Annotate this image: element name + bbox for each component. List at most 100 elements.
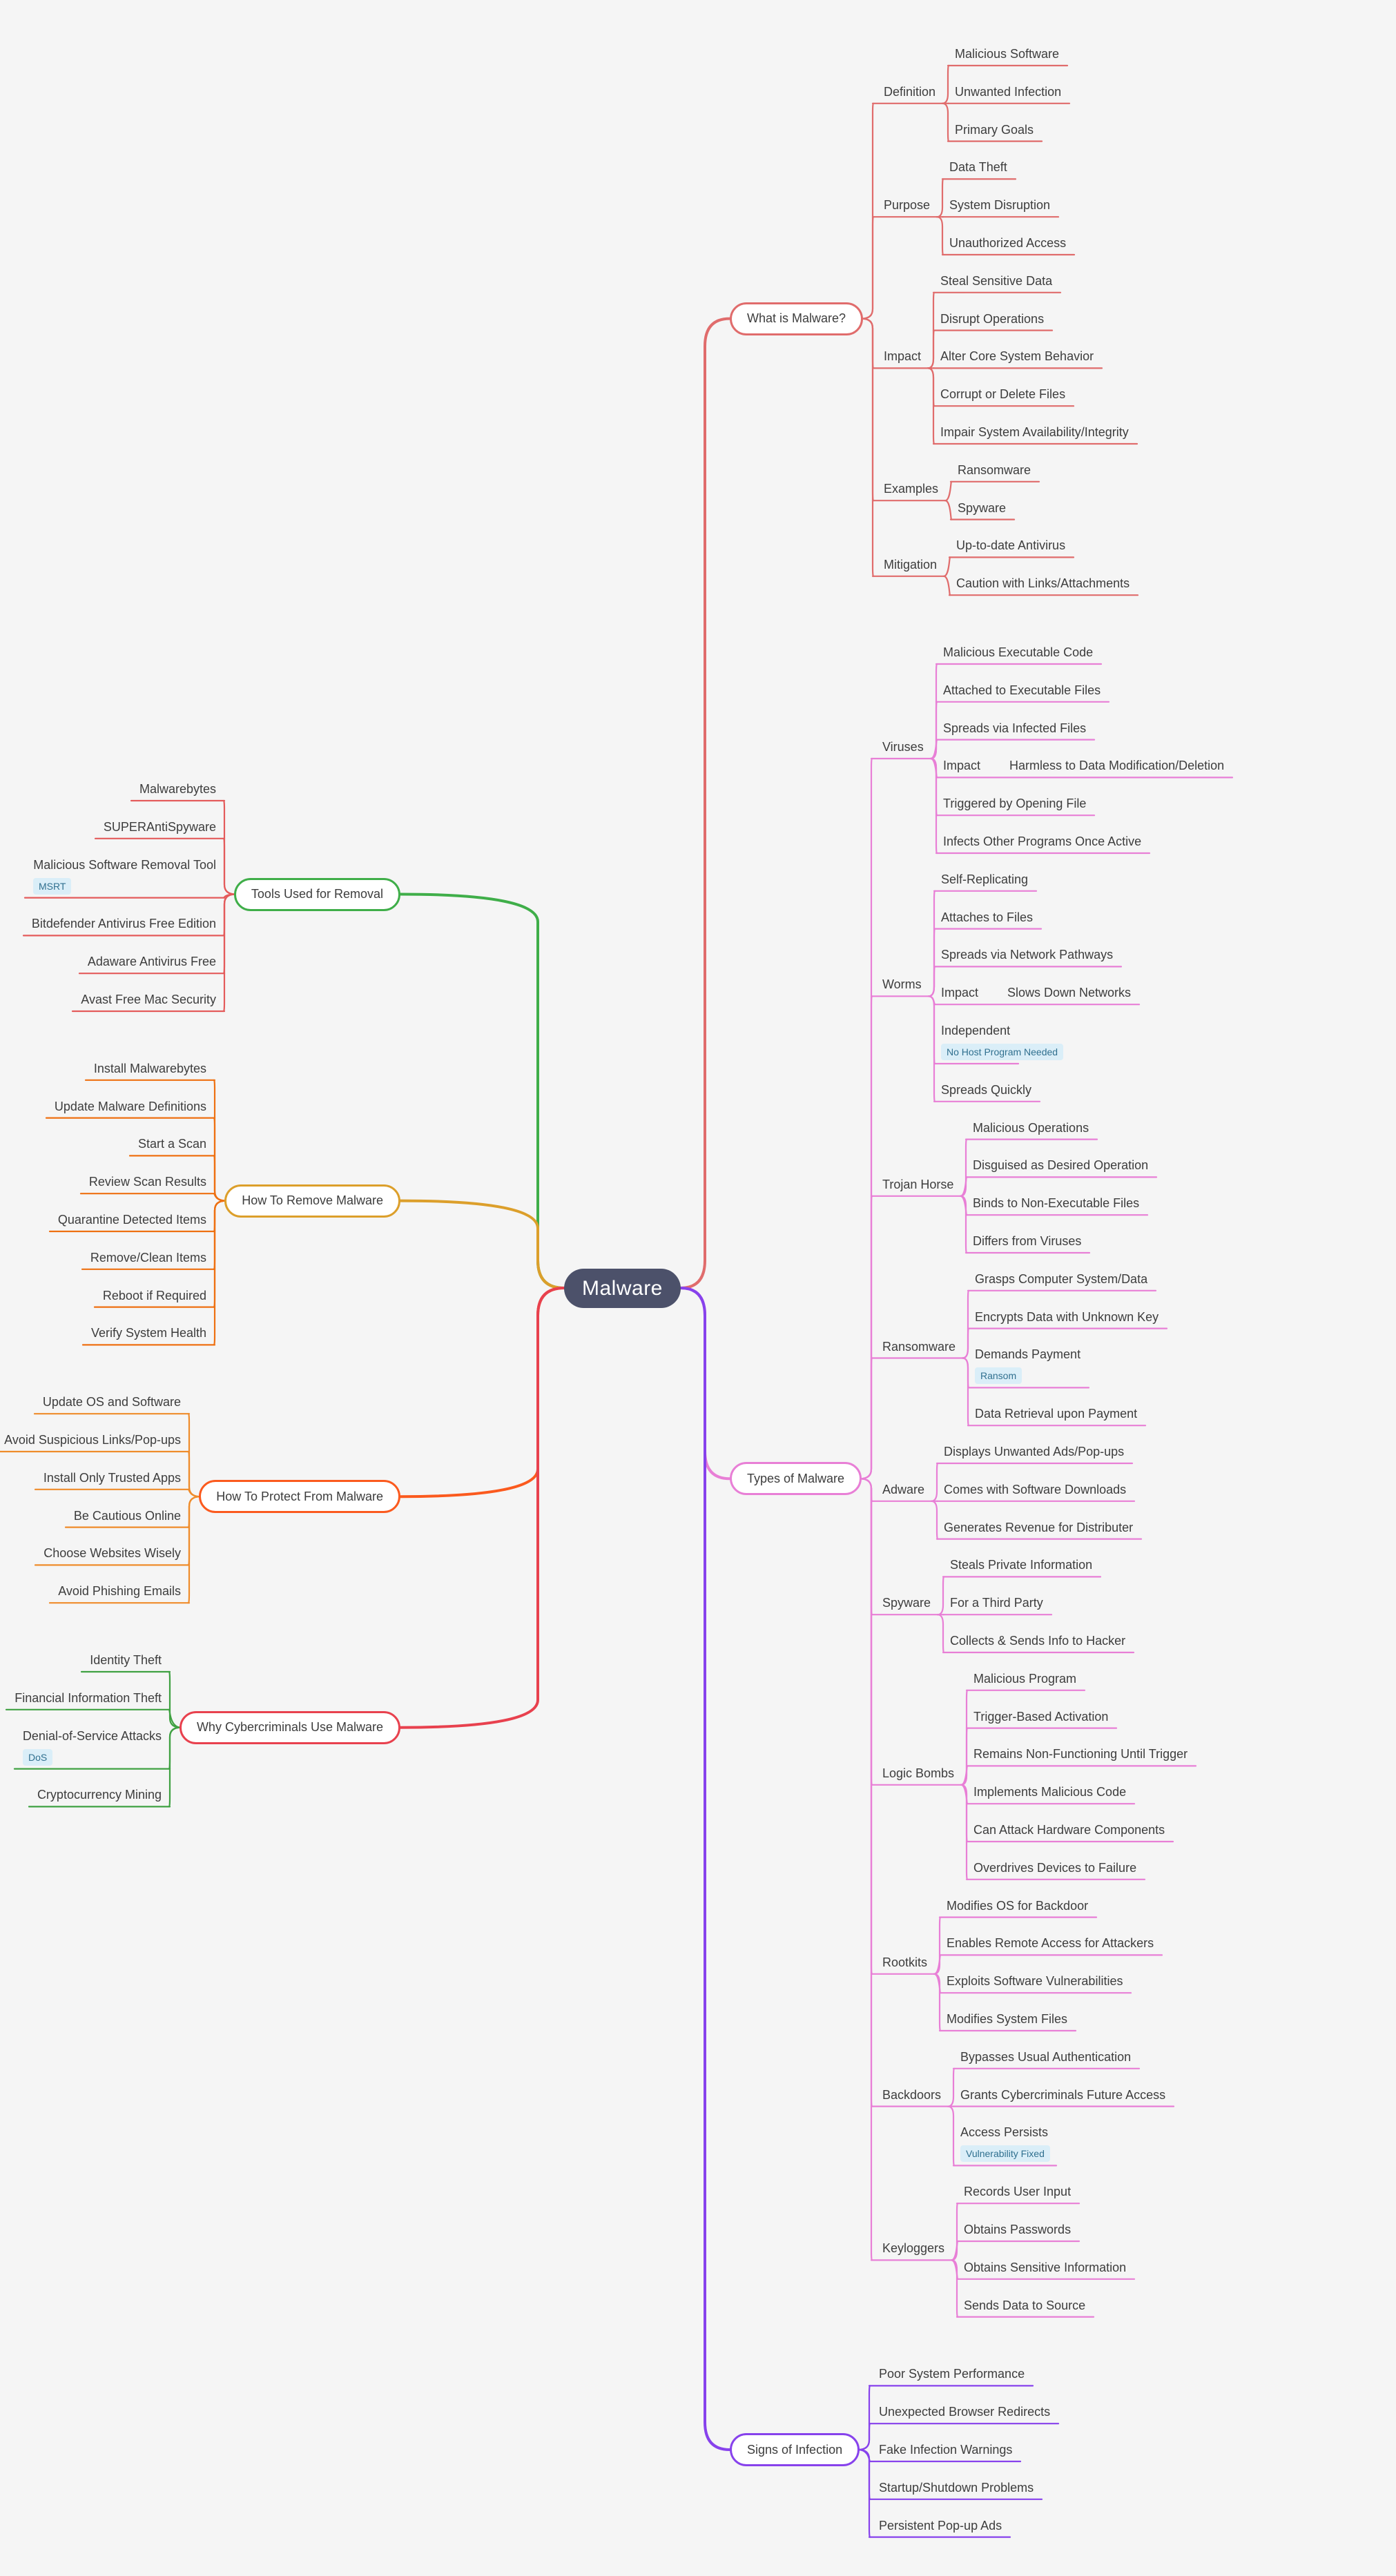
leaf-up-to-date-antivirus[interactable]: Up-to-date Antivirus [956, 538, 1066, 553]
leaf-implements-malicious-code[interactable]: Implements Malicious Code [973, 1785, 1127, 1799]
leaf-remove-clean-items[interactable]: Remove/Clean Items [90, 1250, 206, 1265]
leaf-alter-core-system-behavior[interactable]: Alter Core System Behavior [940, 349, 1094, 364]
leaf-encrypts-data-with-unknown-key[interactable]: Encrypts Data with Unknown Key [975, 1309, 1159, 1324]
group-label-definition[interactable]: Definition [884, 84, 936, 99]
leaf-self-replicating[interactable]: Self-Replicating [941, 872, 1029, 886]
group-label-viruses[interactable]: Viruses [882, 740, 924, 754]
leaf-malicious-operations[interactable]: Malicious Operations [973, 1120, 1089, 1135]
branch-node-what-is-malware[interactable]: What is Malware? [730, 302, 864, 335]
leaf-malicious-software[interactable]: Malicious Software [955, 47, 1060, 61]
leaf-for-a-third-party[interactable]: For a Third Party [950, 1596, 1043, 1610]
branch-node-how-to-remove-malware[interactable]: How To Remove Malware [224, 1184, 400, 1218]
leaf-persistent-pop-up-ads[interactable]: Persistent Pop-up Ads [879, 2518, 1002, 2533]
leaf-triggered-by-opening-file[interactable]: Triggered by Opening File [943, 797, 1087, 811]
leaf-records-user-input[interactable]: Records User Input [964, 2185, 1072, 2199]
leaf-attaches-to-files[interactable]: Attaches to Files [941, 910, 1034, 924]
leaf-trigger-based-activation[interactable]: Trigger-Based Activation [973, 1709, 1109, 1724]
leaf-install-only-trusted-apps[interactable]: Install Only Trusted Apps [43, 1470, 181, 1485]
leaf-superantispyware[interactable]: SUPERAntiSpyware [103, 819, 216, 834]
leaf-exploits-software-vulnerabilities[interactable]: Exploits Software Vulnerabilities [947, 1974, 1123, 1989]
leaf-infects-other-programs-once-active[interactable]: Infects Other Programs Once Active [943, 835, 1142, 848]
leaf-enables-remote-access-for-attackers[interactable]: Enables Remote Access for Attackers [947, 1936, 1154, 1951]
leaf-attached-to-executable-files[interactable]: Attached to Executable Files [943, 683, 1101, 697]
leaf-obtains-sensitive-information[interactable]: Obtains Sensitive Information [964, 2260, 1127, 2274]
leaf-adaware-antivirus-free[interactable]: Adaware Antivirus Free [87, 955, 216, 969]
leaf-data-retrieval-upon-payment[interactable]: Data Retrieval upon Payment [975, 1407, 1138, 1421]
group-label-purpose[interactable]: Purpose [884, 198, 931, 213]
leaf-generates-revenue-for-distributer[interactable]: Generates Revenue for Distributer [944, 1520, 1134, 1534]
leaf-avoid-phishing-emails[interactable]: Avoid Phishing Emails [58, 1584, 181, 1599]
leaf-can-attack-hardware-components[interactable]: Can Attack Hardware Components [973, 1823, 1165, 1837]
leaf-differs-from-viruses[interactable]: Differs from Viruses [973, 1234, 1082, 1248]
leaf-access-persists[interactable]: Access Persists [960, 2125, 1049, 2140]
leaf-malwarebytes[interactable]: Malwarebytes [139, 782, 216, 796]
leaf-impact[interactable]: Impact [943, 759, 981, 773]
leaf-slows-down-networks[interactable]: Slows Down Networks [1007, 986, 1132, 1000]
leaf-unexpected-browser-redirects[interactable]: Unexpected Browser Redirects [879, 2405, 1051, 2419]
leaf-overdrives-devices-to-failure[interactable]: Overdrives Devices to Failure [973, 1860, 1137, 1875]
leaf-demands-payment[interactable]: Demands Payment [975, 1347, 1081, 1362]
leaf-impair-system-availability-integrity[interactable]: Impair System Availability/Integrity [940, 425, 1129, 439]
leaf-corrupt-or-delete-files[interactable]: Corrupt or Delete Files [940, 387, 1066, 402]
leaf-spreads-quickly[interactable]: Spreads Quickly [941, 1082, 1032, 1097]
leaf-ransomware[interactable]: Ransomware [958, 462, 1031, 477]
leaf-caution-with-links-attachments[interactable]: Caution with Links/Attachments [956, 576, 1130, 591]
leaf-disguised-as-desired-operation[interactable]: Disguised as Desired Operation [973, 1158, 1149, 1173]
group-label-mitigation[interactable]: Mitigation [884, 557, 938, 572]
leaf-modifies-os-for-backdoor[interactable]: Modifies OS for Backdoor [947, 1898, 1089, 1913]
branch-node-types-of-malware[interactable]: Types of Malware [730, 1462, 862, 1496]
leaf-remains-non-functioning-until-trigger[interactable]: Remains Non-Functioning Until Trigger [973, 1747, 1188, 1762]
leaf-fake-infection-warnings[interactable]: Fake Infection Warnings [879, 2443, 1013, 2457]
leaf-start-a-scan[interactable]: Start a Scan [137, 1137, 206, 1151]
leaf-poor-system-performance[interactable]: Poor System Performance [879, 2367, 1025, 2381]
leaf-modifies-system-files[interactable]: Modifies System Files [947, 2012, 1068, 2026]
leaf-grants-cybercriminals-future-access[interactable]: Grants Cybercriminals Future Access [960, 2087, 1166, 2102]
group-label-impact[interactable]: Impact [884, 349, 922, 364]
leaf-avoid-suspicious-links-pop-ups[interactable]: Avoid Suspicious Links/Pop-ups [4, 1433, 181, 1447]
leaf-sends-data-to-source[interactable]: Sends Data to Source [964, 2298, 1086, 2312]
group-label-keyloggers[interactable]: Keyloggers [882, 2241, 945, 2256]
leaf-be-cautious-online[interactable]: Be Cautious Online [73, 1508, 181, 1523]
branch-node-signs-of-infection[interactable]: Signs of Infection [730, 2433, 860, 2466]
branch-node-tools-used-for-removal[interactable]: Tools Used for Removal [233, 877, 400, 911]
leaf-spyware[interactable]: Spyware [958, 500, 1007, 515]
leaf-spreads-via-infected-files[interactable]: Spreads via Infected Files [943, 721, 1087, 735]
group-label-trojan-horse[interactable]: Trojan Horse [882, 1177, 954, 1191]
leaf-malicious-executable-code[interactable]: Malicious Executable Code [943, 645, 1094, 659]
leaf-obtains-passwords[interactable]: Obtains Passwords [964, 2223, 1072, 2236]
leaf-identity-theft[interactable]: Identity Theft [90, 1653, 162, 1667]
leaf-impact[interactable]: Impact [941, 986, 979, 1000]
leaf-bypasses-usual-authentication[interactable]: Bypasses Usual Authentication [960, 2049, 1132, 2064]
group-label-backdoors[interactable]: Backdoors [882, 2087, 942, 2102]
group-label-worms[interactable]: Worms [882, 977, 922, 992]
leaf-independent[interactable]: Independent [941, 1024, 1011, 1037]
leaf-displays-unwanted-ads-pop-ups[interactable]: Displays Unwanted Ads/Pop-ups [944, 1445, 1125, 1458]
root-node-malware[interactable]: Malware [564, 1269, 681, 1308]
leaf-startup-shutdown-problems[interactable]: Startup/Shutdown Problems [879, 2480, 1034, 2495]
leaf-data-theft[interactable]: Data Theft [949, 160, 1007, 175]
leaf-disrupt-operations[interactable]: Disrupt Operations [940, 311, 1045, 326]
leaf-steals-private-information[interactable]: Steals Private Information [950, 1558, 1093, 1572]
leaf-financial-information-theft[interactable]: Financial Information Theft [14, 1690, 162, 1705]
leaf-malicious-program[interactable]: Malicious Program [973, 1671, 1077, 1686]
leaf-unwanted-infection[interactable]: Unwanted Infection [955, 84, 1062, 99]
leaf-collects-sends-info-to-hacker[interactable]: Collects & Sends Info to Hacker [950, 1634, 1126, 1648]
leaf-bitdefender-antivirus-free-edition[interactable]: Bitdefender Antivirus Free Edition [31, 917, 216, 931]
group-label-examples[interactable]: Examples [884, 482, 939, 496]
leaf-install-malwarebytes[interactable]: Install Malwarebytes [93, 1061, 206, 1075]
leaf-harmless-to-data-modification-deletion[interactable]: Harmless to Data Modification/Deletion [1009, 759, 1225, 773]
leaf-avast-free-mac-security[interactable]: Avast Free Mac Security [81, 993, 216, 1006]
leaf-spreads-via-network-pathways[interactable]: Spreads via Network Pathways [941, 948, 1114, 962]
leaf-unauthorized-access[interactable]: Unauthorized Access [949, 236, 1067, 250]
leaf-comes-with-software-downloads[interactable]: Comes with Software Downloads [944, 1482, 1127, 1496]
leaf-cryptocurrency-mining[interactable]: Cryptocurrency Mining [37, 1788, 162, 1802]
leaf-choose-websites-wisely[interactable]: Choose Websites Wisely [43, 1546, 181, 1561]
leaf-review-scan-results[interactable]: Review Scan Results [88, 1175, 206, 1189]
leaf-denial-of-service-attacks[interactable]: Denial-of-Service Attacks [22, 1728, 162, 1743]
group-label-adware[interactable]: Adware [882, 1482, 925, 1496]
leaf-update-os-and-software[interactable]: Update OS and Software [42, 1395, 181, 1409]
leaf-malicious-software-removal-tool[interactable]: Malicious Software Removal Tool [33, 857, 216, 872]
group-label-rootkits[interactable]: Rootkits [882, 1955, 928, 1969]
leaf-binds-to-non-executable-files[interactable]: Binds to Non-Executable Files [973, 1196, 1140, 1211]
leaf-primary-goals[interactable]: Primary Goals [955, 122, 1034, 137]
